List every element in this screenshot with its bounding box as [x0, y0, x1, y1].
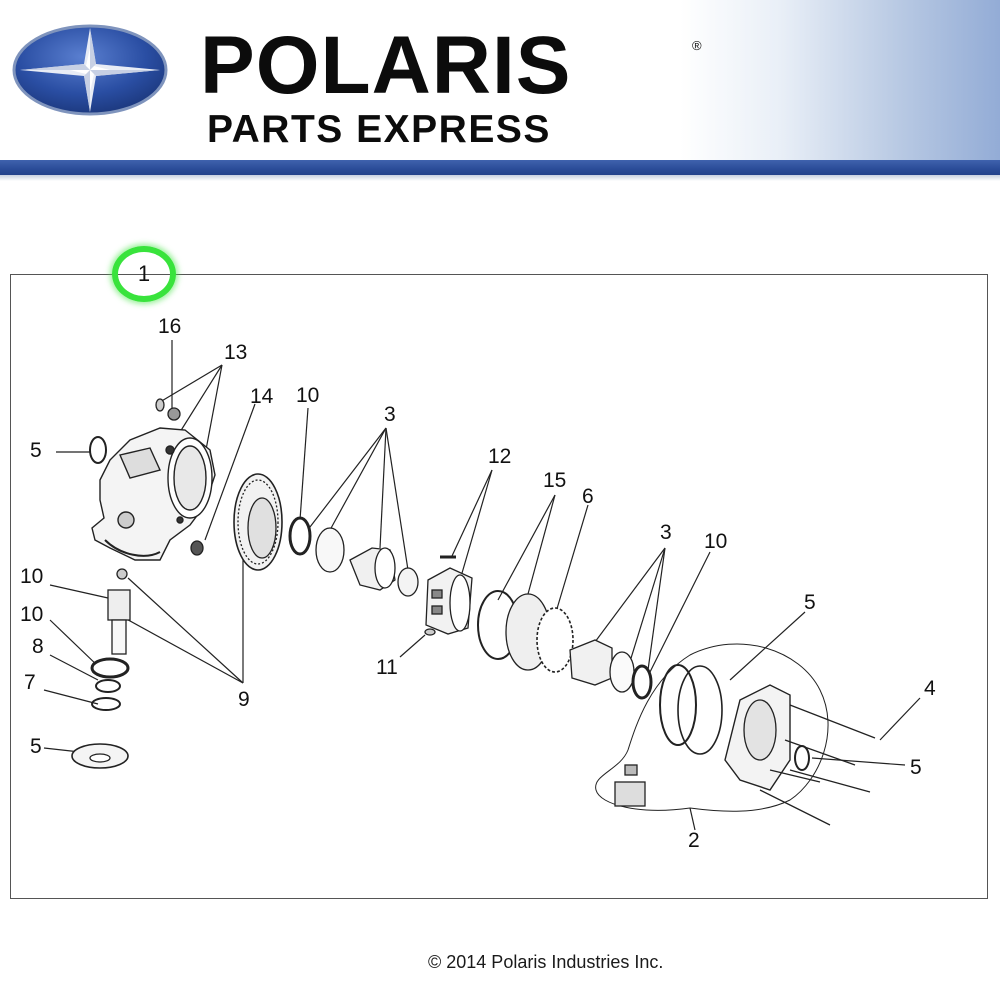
seal-8 — [95, 679, 121, 693]
polaris-star-logo-icon[interactable] — [10, 22, 170, 118]
callout-5[interactable]: 5 — [30, 735, 42, 758]
ring-7 — [91, 697, 121, 711]
bearing-10-b — [631, 664, 653, 700]
cover-assembly-outline — [595, 643, 829, 812]
pinion-shaft — [107, 568, 131, 655]
callout-7[interactable]: 7 — [24, 671, 36, 694]
callout-6[interactable]: 6 — [582, 485, 594, 508]
seal-5-right-a — [659, 664, 697, 746]
callout-15[interactable]: 15 — [543, 469, 567, 492]
brand-subtitle: PARTS EXPRESS — [207, 108, 551, 151]
pin-11 — [424, 628, 436, 636]
seal-5-left — [89, 436, 107, 464]
callout-11[interactable]: 11 — [376, 656, 398, 679]
callout-5[interactable]: 5 — [30, 439, 42, 462]
callout-10[interactable]: 10 — [20, 603, 44, 626]
bearing-10-a — [288, 516, 312, 556]
gear-housing — [91, 427, 216, 561]
callout-1: 1 — [137, 261, 151, 286]
callout-2[interactable]: 2 — [688, 829, 700, 852]
diagram-frame — [10, 274, 988, 899]
header-banner — [0, 0, 1000, 163]
plug-14 — [190, 540, 204, 556]
callout-5[interactable]: 5 — [804, 591, 816, 614]
callout-8[interactable]: 8 — [32, 635, 44, 658]
callout-3[interactable]: 3 — [384, 403, 396, 426]
bushing-3-c — [609, 651, 635, 693]
leader-lines — [43, 340, 921, 831]
bushing-3-b — [397, 567, 419, 597]
assembly-callout-highlight[interactable]: 1 — [112, 246, 176, 302]
callout-4[interactable]: 4 — [924, 677, 936, 700]
end-cover — [724, 684, 791, 791]
callout-13[interactable]: 13 — [224, 341, 248, 364]
callout-10[interactable]: 10 — [20, 565, 44, 588]
bushing-3-a — [315, 527, 345, 573]
gasket-6 — [536, 607, 574, 673]
registered-mark: ® — [692, 38, 702, 53]
seal-5-cover — [794, 745, 810, 771]
sensor-part — [614, 764, 646, 807]
shaft-3 — [569, 639, 613, 686]
seal-5-right-b — [677, 665, 723, 755]
callout-10[interactable]: 10 — [704, 530, 728, 553]
plug-16 — [167, 407, 181, 421]
callout-12[interactable]: 12 — [488, 445, 512, 468]
callout-9[interactable]: 9 — [238, 688, 250, 711]
callout-10[interactable]: 10 — [296, 384, 320, 407]
header-bar — [0, 160, 1000, 175]
roller-cage — [425, 567, 473, 635]
ring-gear — [233, 473, 283, 571]
callout-16[interactable]: 16 — [158, 315, 182, 338]
callout-3[interactable]: 3 — [660, 521, 672, 544]
header-bar-shadow — [0, 175, 1000, 181]
brand-name: POLARIS — [200, 20, 572, 111]
bolts-4 — [759, 704, 876, 826]
bearing-10-c — [90, 657, 130, 679]
copyright-text: © 2014 Polaris Industries Inc. — [428, 952, 664, 972]
plug-13 — [155, 398, 165, 412]
callout-5[interactable]: 5 — [910, 756, 922, 779]
callout-14[interactable]: 14 — [250, 385, 274, 408]
